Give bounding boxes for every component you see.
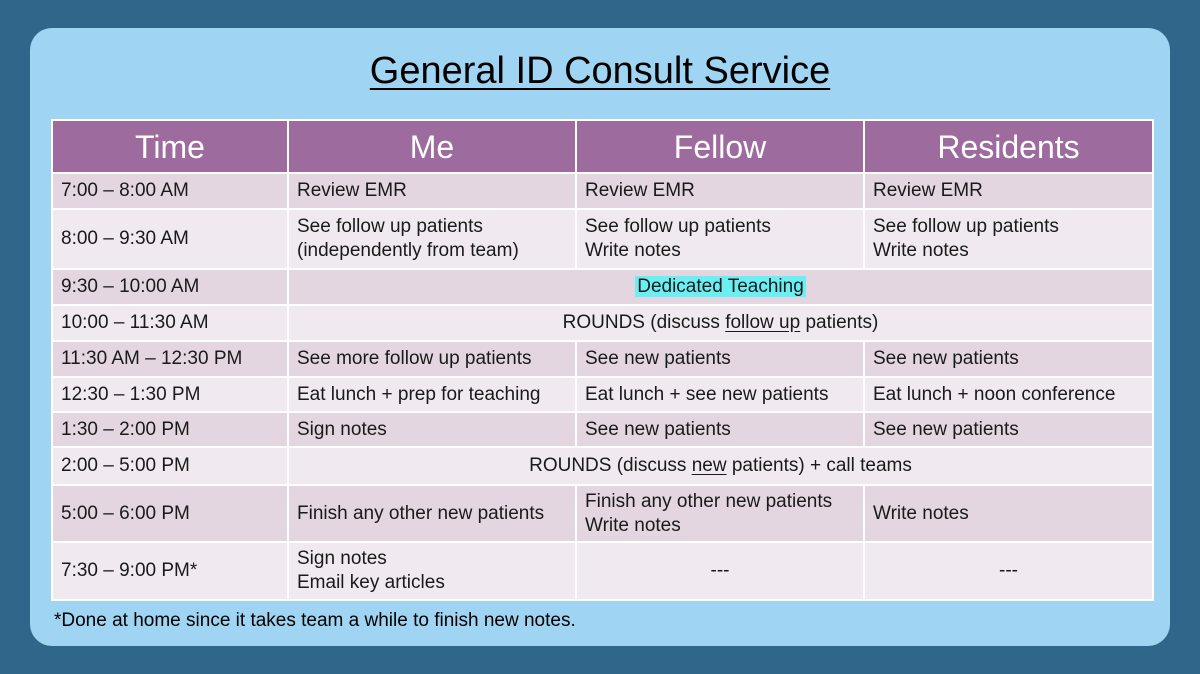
cell-line: See follow up patients — [297, 216, 483, 237]
me-cell: See more follow up patients — [287, 340, 577, 378]
rounds-text-after: patients) — [800, 312, 879, 333]
cell-line: (independently from team) — [297, 240, 519, 261]
table-row: 11:30 AM – 12:30 PM See more follow up p… — [51, 340, 1154, 378]
residents-cell: Review EMR — [863, 172, 1154, 210]
rounds-text-before: ROUNDS (discuss — [529, 455, 692, 476]
table-row: 7:00 – 8:00 AM Review EMR Review EMR Rev… — [51, 172, 1154, 210]
cell-line: Review EMR — [297, 180, 407, 201]
me-cell: Sign notes Email key articles — [287, 541, 577, 601]
cell-line: See more follow up patients — [297, 348, 532, 369]
time-cell: 2:00 – 5:00 PM — [51, 446, 289, 486]
cell-line: Finish any other new patients — [297, 502, 545, 524]
residents-cell: --- — [863, 541, 1154, 601]
cell-line: Email key articles — [297, 572, 445, 593]
table-row: 7:30 – 9:00 PM* Sign notes Email key art… — [51, 541, 1154, 601]
rounds-text-before: ROUNDS (discuss — [562, 312, 726, 333]
cell-line: Eat lunch + prep for teaching — [297, 383, 541, 405]
me-cell: Finish any other new patients — [287, 484, 577, 543]
residents-cell: Write notes — [863, 484, 1154, 543]
time-cell: 5:00 – 6:00 PM — [51, 484, 289, 543]
schedule-table: Time Me Fellow Residents 7:00 – 8:00 AM … — [51, 119, 1154, 601]
residents-cell: See new patients — [863, 340, 1154, 378]
table-row: 12:30 – 1:30 PM Eat lunch + prep for tea… — [51, 376, 1154, 413]
time-cell: 7:00 – 8:00 AM — [51, 172, 289, 210]
page-title: General ID Consult Service — [369, 50, 831, 92]
fellow-cell: Finish any other new patients Write note… — [575, 484, 865, 543]
empty-dashes: --- — [999, 560, 1018, 581]
table-row: 2:00 – 5:00 PM ROUNDS (discuss new patie… — [51, 446, 1154, 486]
cell-line: See follow up patients — [873, 216, 1059, 237]
cell-line: See follow up patients — [585, 216, 771, 237]
residents-cell: Eat lunch + noon conference — [863, 376, 1154, 413]
table-row: 5:00 – 6:00 PM Finish any other new pati… — [51, 484, 1154, 543]
fellow-cell: See new patients — [575, 340, 865, 378]
me-cell: Eat lunch + prep for teaching — [287, 376, 577, 413]
merged-cell: ROUNDS (discuss follow up patients) — [287, 304, 1154, 342]
table-row: 8:00 – 9:30 AM See follow up patients (i… — [51, 208, 1154, 270]
header-residents: Residents — [863, 119, 1154, 174]
fellow-cell: --- — [575, 541, 865, 601]
time-cell: 10:00 – 11:30 AM — [51, 304, 289, 342]
rounds-emphasis: new — [691, 455, 727, 476]
time-cell: 8:00 – 9:30 AM — [51, 208, 289, 270]
footnote: *Done at home since it takes team a whil… — [54, 610, 576, 631]
time-cell: 11:30 AM – 12:30 PM — [51, 340, 289, 378]
residents-cell: See new patients — [863, 411, 1154, 448]
me-cell: Review EMR — [287, 172, 577, 210]
cell-line: Finish any other new patients — [585, 490, 833, 512]
header-time: Time — [51, 119, 289, 174]
cell-line: Write notes — [873, 502, 969, 524]
me-cell: Sign notes — [287, 411, 577, 448]
cell-line: Eat lunch + noon conference — [873, 383, 1116, 405]
cell-line: See new patients — [873, 418, 1019, 440]
time-cell: 9:30 – 10:00 AM — [51, 268, 289, 306]
cell-line: Review EMR — [873, 180, 983, 201]
cell-line: Write notes — [873, 240, 969, 261]
cell-line: Write notes — [585, 240, 681, 261]
fellow-cell: Review EMR — [575, 172, 865, 210]
merged-cell: Dedicated Teaching — [287, 268, 1154, 306]
cell-line: Sign notes — [297, 548, 387, 569]
cell-line: See new patients — [873, 348, 1019, 369]
table-row: 10:00 – 11:30 AM ROUNDS (discuss follow … — [51, 304, 1154, 342]
fellow-cell: See new patients — [575, 411, 865, 448]
residents-cell: See follow up patients Write notes — [863, 208, 1154, 270]
cell-line: Sign notes — [297, 418, 387, 440]
slide-card: General ID Consult Service Time Me Fello… — [30, 28, 1170, 646]
table-row: 9:30 – 10:00 AM Dedicated Teaching — [51, 268, 1154, 306]
empty-dashes: --- — [710, 560, 730, 581]
merged-cell: ROUNDS (discuss new patients) + call tea… — [287, 446, 1154, 486]
fellow-cell: Eat lunch + see new patients — [575, 376, 865, 413]
rounds-text-after: patients) + call teams — [726, 455, 912, 476]
cell-line: Write notes — [585, 514, 681, 536]
cell-line: Review EMR — [585, 180, 695, 201]
header-me: Me — [287, 119, 577, 174]
table-row: 1:30 – 2:00 PM Sign notes See new patien… — [51, 411, 1154, 448]
rounds-emphasis: follow up — [725, 312, 801, 333]
time-cell: 1:30 – 2:00 PM — [51, 411, 289, 448]
dedicated-teaching-highlight: Dedicated Teaching — [635, 276, 806, 297]
cell-line: See new patients — [585, 418, 731, 440]
fellow-cell: See follow up patients Write notes — [575, 208, 865, 270]
time-cell: 7:30 – 9:00 PM* — [51, 541, 289, 601]
header-fellow: Fellow — [575, 119, 865, 174]
cell-line: See new patients — [585, 348, 731, 369]
header-row: Time Me Fellow Residents — [51, 119, 1154, 174]
time-cell: 12:30 – 1:30 PM — [51, 376, 289, 413]
me-cell: See follow up patients (independently fr… — [287, 208, 577, 270]
cell-line: Eat lunch + see new patients — [585, 383, 829, 405]
